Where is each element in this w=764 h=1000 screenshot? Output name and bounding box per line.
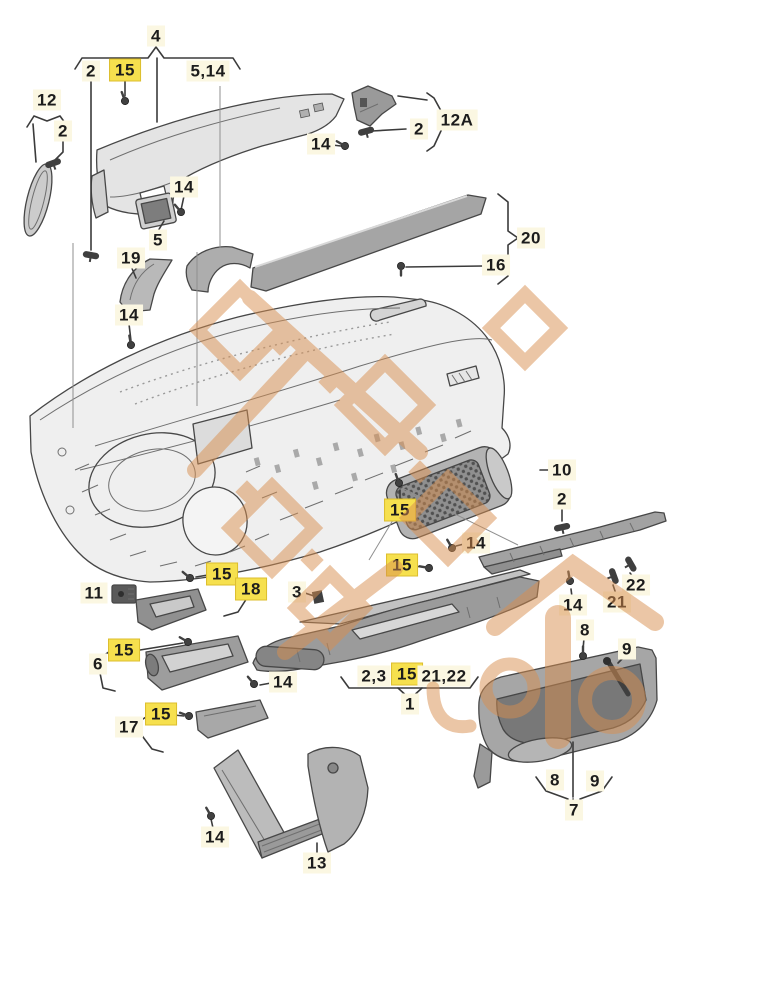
clip-icon xyxy=(619,554,639,576)
callout-label: 12A xyxy=(436,109,478,131)
callout-label: 10 xyxy=(548,459,576,481)
screw-icon xyxy=(396,261,406,277)
callout-label-highlighted: 15 xyxy=(206,562,238,586)
callout-label: 9 xyxy=(618,638,636,660)
callout-label: 11 xyxy=(80,582,108,604)
screw-icon xyxy=(578,645,588,661)
callout-label: 1 xyxy=(401,693,419,715)
part-tray-18 xyxy=(135,588,207,631)
callout-label: 2 xyxy=(553,488,571,510)
callout-label: 5,14 xyxy=(186,60,230,82)
callout-label: 14 xyxy=(170,176,198,198)
screw-icon xyxy=(243,673,261,691)
callout-label: 14 xyxy=(269,671,297,693)
clip-icon xyxy=(552,521,573,537)
part-pillar-trim xyxy=(23,163,53,237)
clip-icon xyxy=(603,566,621,588)
screw-icon xyxy=(417,561,435,574)
part-corner-trim xyxy=(351,85,397,127)
part-crossbar xyxy=(478,511,667,575)
callout-label: 19 xyxy=(117,247,145,269)
callout-label-highlighted: 15 xyxy=(384,498,416,522)
callout-label-highlighted: 15 xyxy=(145,702,177,726)
callout-label: 13 xyxy=(303,852,331,874)
callout-label: 2 xyxy=(54,120,72,142)
callout-label: 20 xyxy=(517,227,545,249)
screw-icon xyxy=(442,536,459,555)
callout-label-highlighted: 18 xyxy=(235,577,267,601)
callout-label: 2,3 xyxy=(357,665,391,687)
screw-icon xyxy=(563,569,576,587)
callout-label: 16 xyxy=(482,254,510,276)
part-footwell-cover xyxy=(213,746,369,859)
callout-label: 5 xyxy=(149,229,167,251)
callout-label: 12 xyxy=(33,89,61,111)
callout-label: 2 xyxy=(82,60,100,82)
clip-icon xyxy=(311,590,325,604)
screw-icon xyxy=(333,136,352,153)
part-trim-strip xyxy=(185,194,487,293)
callout-label: 14 xyxy=(559,594,587,616)
part-glovebox xyxy=(473,646,658,789)
callout-label-highlighted: 15 xyxy=(108,638,140,662)
nut-icon xyxy=(117,89,131,107)
callout-label: 4 xyxy=(147,25,165,47)
callout-label: 17 xyxy=(115,716,143,738)
clip-icon xyxy=(356,124,377,141)
callout-label: 21 xyxy=(603,591,631,613)
callout-label: 14 xyxy=(462,532,490,554)
clip-icon xyxy=(80,249,101,265)
part-dash-top-cover xyxy=(90,93,345,219)
callout-label-highlighted: 15 xyxy=(109,58,141,82)
part-tray-17 xyxy=(195,699,269,739)
part-dashboard-body xyxy=(29,296,511,583)
callout-label: 3 xyxy=(288,581,306,603)
screw-icon xyxy=(201,804,218,823)
callout-label: 2 xyxy=(410,118,428,140)
callout-label: 21,22 xyxy=(417,665,471,687)
callout-label-highlighted: 15 xyxy=(386,553,418,577)
callout-label: 8 xyxy=(546,769,564,791)
part-vent xyxy=(135,192,177,230)
callout-label: 9 xyxy=(586,770,604,792)
callout-label: 6 xyxy=(89,653,107,675)
callout-label: 7 xyxy=(565,799,583,821)
screw-icon xyxy=(124,333,137,351)
part-tray-6 xyxy=(144,635,249,691)
part-switch xyxy=(111,584,137,604)
callout-label: 14 xyxy=(115,304,143,326)
callout-label: 14 xyxy=(307,133,335,155)
callout-label: 8 xyxy=(576,619,594,641)
callout-label: 14 xyxy=(201,826,229,848)
